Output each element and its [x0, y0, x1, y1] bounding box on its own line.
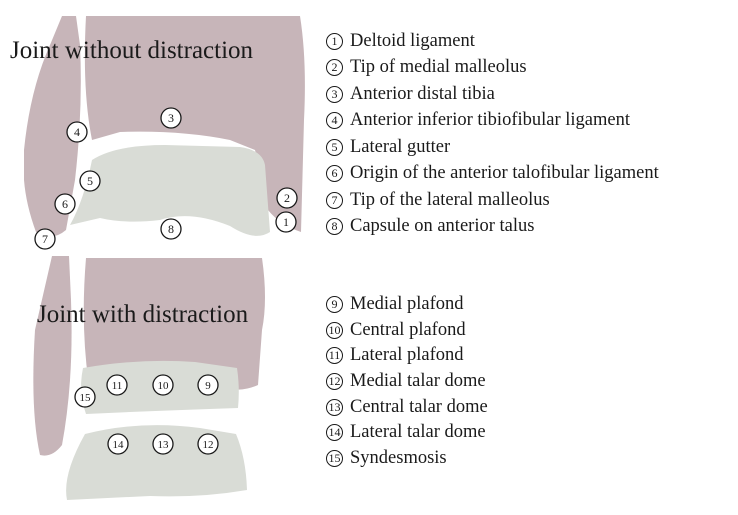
marker-7: 7 — [35, 229, 55, 249]
legend-item-9: 9 Medial plafond — [326, 292, 488, 318]
svg-text:10: 10 — [158, 380, 170, 392]
legend-number: 8 — [326, 218, 343, 235]
legend-number: 2 — [326, 59, 343, 76]
legend-number: 4 — [326, 112, 343, 129]
legend-item-8: 8 Capsule on anterior talus — [326, 214, 659, 241]
legend-label: Tip of the lateral malleolus — [350, 190, 550, 211]
legend-number: 5 — [326, 139, 343, 156]
legend-item-15: 15 Syndesmosis — [326, 446, 488, 472]
marker-11: 11 — [107, 375, 127, 395]
marker-13: 13 — [153, 434, 173, 454]
legend-top: 1 Deltoid ligament 2 Tip of medial malleol… — [326, 28, 659, 240]
marker-3: 3 — [161, 108, 181, 128]
legend-item-10: 10 Central plafond — [326, 318, 488, 344]
legend-number: 3 — [326, 86, 343, 103]
legend-label: Anterior distal tibia — [350, 84, 495, 105]
legend-number: 9 — [326, 296, 343, 313]
legend-label: Deltoid ligament — [350, 31, 475, 52]
legend-number: 14 — [326, 424, 343, 441]
legend-item-14: 14 Lateral talar dome — [326, 420, 488, 446]
svg-text:11: 11 — [112, 380, 123, 392]
legend-item-5: 5 Lateral gutter — [326, 134, 659, 161]
svg-text:9: 9 — [205, 380, 211, 392]
svg-text:8: 8 — [168, 222, 174, 236]
legend-number: 15 — [326, 450, 343, 467]
svg-text:2: 2 — [284, 191, 290, 205]
svg-text:4: 4 — [74, 125, 80, 139]
legend-item-13: 13 Central talar dome — [326, 394, 488, 420]
bottom-panel: 9 10 11 12 13 14 — [33, 256, 265, 500]
legend-number: 11 — [326, 347, 343, 364]
top-panel-title: Joint without distraction — [10, 36, 253, 66]
svg-text:1: 1 — [283, 215, 289, 229]
marker-2: 2 — [277, 188, 297, 208]
bottom-panel-title: Joint with distraction — [37, 300, 248, 330]
legend-item-11: 11 Lateral plafond — [326, 343, 488, 369]
legend-label: Syndesmosis — [350, 448, 447, 469]
svg-text:13: 13 — [158, 439, 170, 451]
svg-text:15: 15 — [80, 392, 92, 404]
legend-number: 1 — [326, 33, 343, 50]
marker-1: 1 — [276, 212, 296, 232]
legend-item-1: 1 Deltoid ligament — [326, 28, 659, 55]
svg-text:5: 5 — [87, 174, 93, 188]
legend-label: Origin of the anterior talofibular ligam… — [350, 163, 659, 184]
legend-item-7: 7 Tip of the lateral malleolus — [326, 187, 659, 214]
marker-8: 8 — [161, 219, 181, 239]
legend-number: 6 — [326, 165, 343, 182]
legend-label: Medial plafond — [350, 294, 464, 315]
legend-label: Lateral talar dome — [350, 422, 486, 443]
legend-label: Central talar dome — [350, 397, 488, 418]
svg-text:3: 3 — [168, 111, 174, 125]
svg-text:7: 7 — [42, 232, 48, 246]
marker-4: 4 — [67, 122, 87, 142]
svg-text:6: 6 — [62, 197, 68, 211]
marker-5: 5 — [80, 171, 100, 191]
svg-text:12: 12 — [203, 439, 214, 451]
legend-item-12: 12 Medial talar dome — [326, 369, 488, 395]
legend-label: Tip of medial malleolus — [350, 57, 527, 78]
legend-number: 7 — [326, 192, 343, 209]
legend-label: Capsule on anterior talus — [350, 216, 534, 237]
marker-15: 15 — [75, 387, 95, 407]
legend-item-3: 3 Anterior distal tibia — [326, 81, 659, 108]
legend-number: 12 — [326, 373, 343, 390]
legend-item-4: 4 Anterior inferior tibiofibular ligament — [326, 108, 659, 135]
legend-label: Lateral plafond — [350, 345, 464, 366]
legend-number: 10 — [326, 322, 343, 339]
marker-10: 10 — [153, 375, 173, 395]
legend-item-6: 6 Origin of the anterior talofibular liga… — [326, 161, 659, 188]
marker-9: 9 — [198, 375, 218, 395]
legend-label: Central plafond — [350, 320, 466, 341]
legend-item-2: 2 Tip of medial malleolus — [326, 55, 659, 82]
svg-text:14: 14 — [113, 439, 125, 451]
marker-12: 12 — [198, 434, 218, 454]
marker-14: 14 — [108, 434, 128, 454]
fibula-bottom — [33, 256, 71, 456]
legend-label: Lateral gutter — [350, 137, 450, 158]
legend-label: Medial talar dome — [350, 371, 486, 392]
marker-6: 6 — [55, 194, 75, 214]
legend-number: 13 — [326, 399, 343, 416]
legend-label: Anterior inferior tibiofibular ligament — [350, 110, 630, 131]
